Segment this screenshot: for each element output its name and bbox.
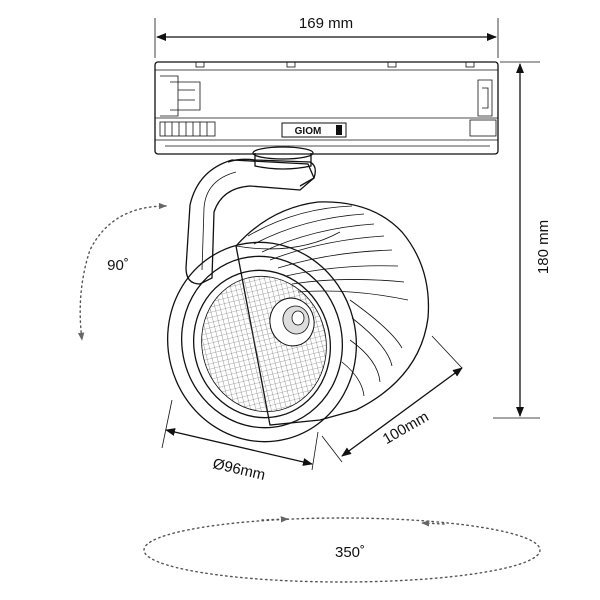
yoke-arm [185,159,315,285]
height-label: 180 mm [535,220,552,274]
width-dimension: 169 mm [154,15,499,58]
track-adapter: GIOM [154,61,499,155]
front-bezel [166,241,358,443]
pan-rotation: 350˚ [143,516,541,583]
diameter-label: Ø96mm [211,455,267,484]
height-dimension: 180 mm [493,61,552,419]
tilt-label: 90˚ [107,257,129,274]
width-label: 169 mm [299,15,353,32]
reflector-mesh [201,275,327,413]
depth-dimension: 100mm [321,335,463,463]
brand-label: GIOM [295,126,322,137]
tilt-rotation: 90˚ [77,202,167,341]
depth-label: 100mm [380,408,432,448]
swivel-stem [227,146,316,187]
brand-badge [281,122,347,138]
pan-label: 350˚ [335,544,365,561]
